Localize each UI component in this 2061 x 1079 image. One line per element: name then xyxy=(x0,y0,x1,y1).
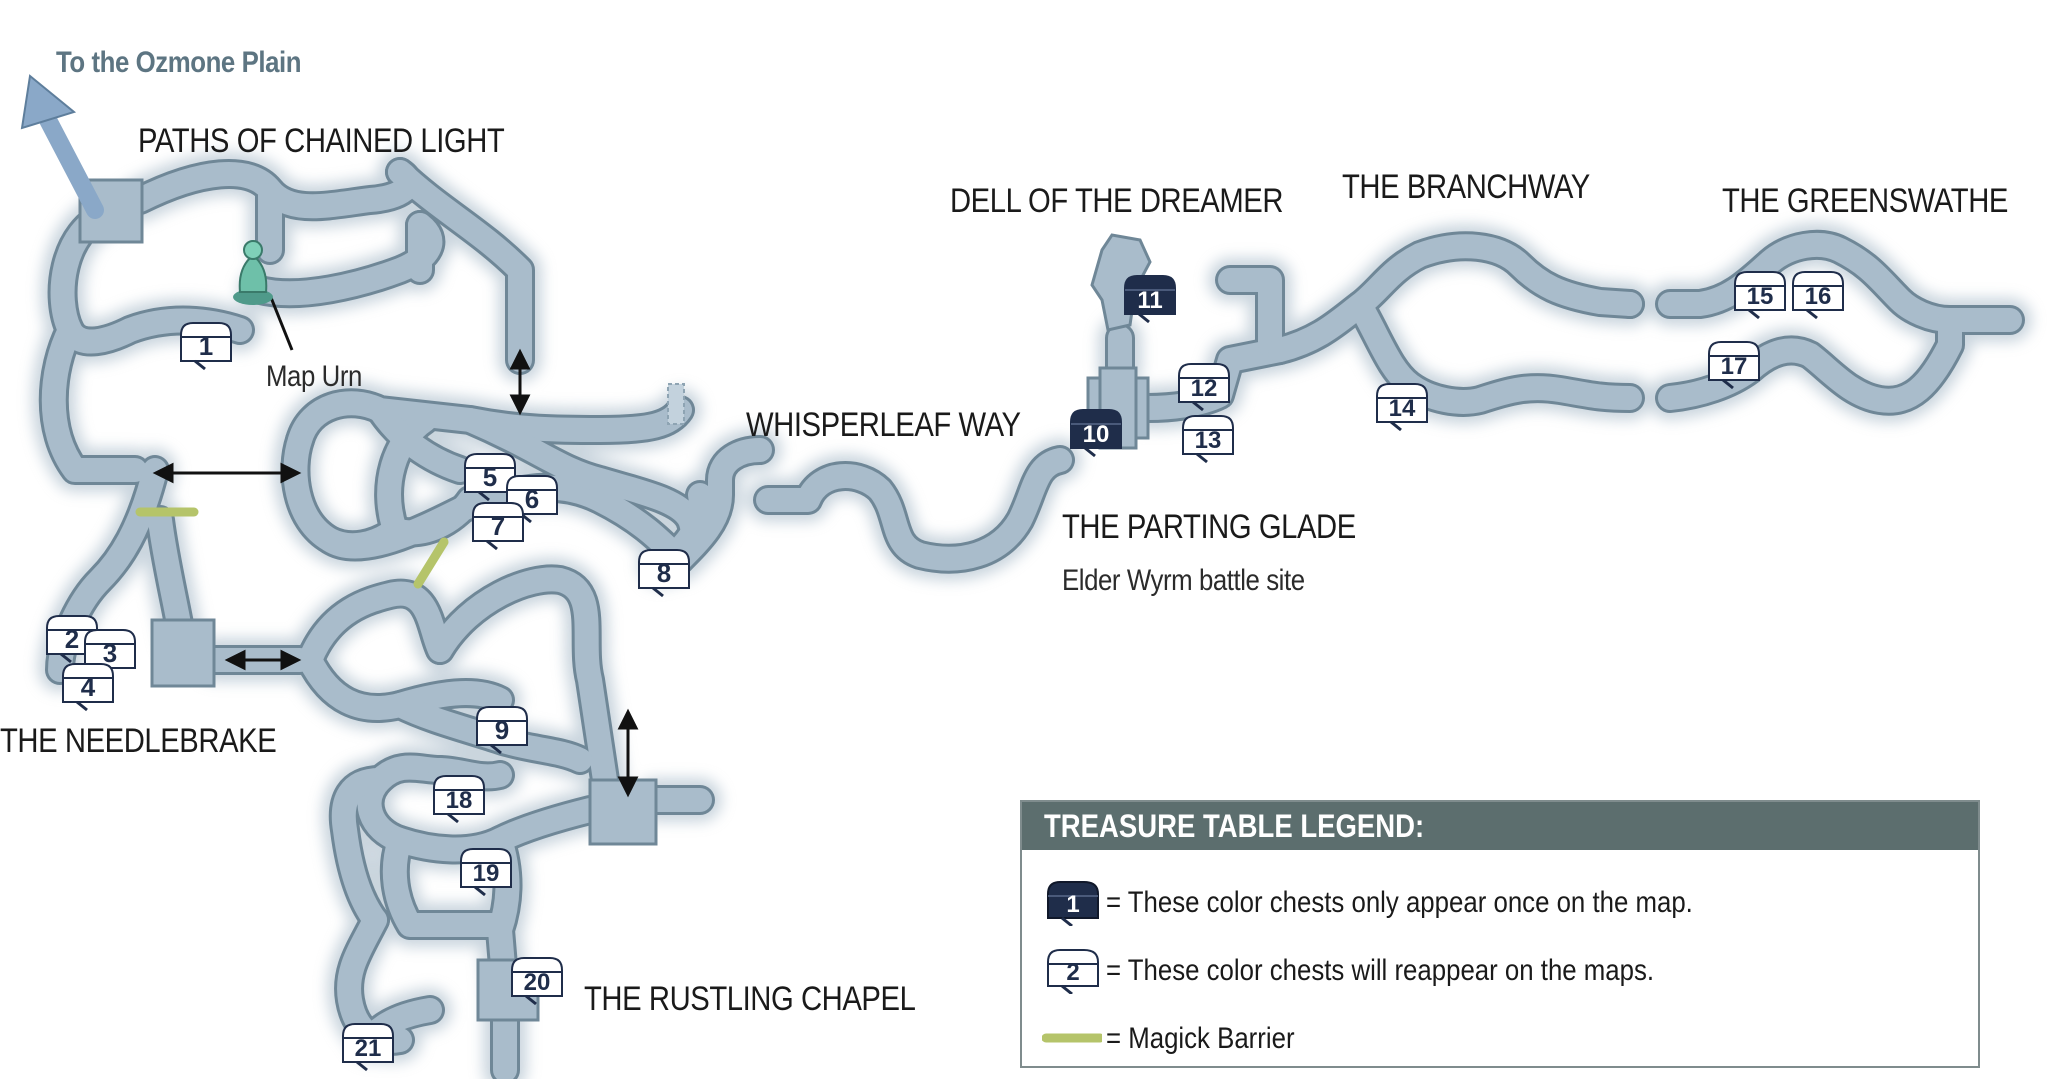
area-label-greenswathe: THE GREENSWATHE xyxy=(1722,182,2008,220)
chest-number: 9 xyxy=(495,715,509,745)
treasure-chest-icon[interactable]: 1 xyxy=(180,322,232,371)
treasure-chest-icon[interactable]: 17 xyxy=(1708,341,1760,390)
treasure-chest-icon[interactable]: 8 xyxy=(638,549,690,598)
area-label-needlebrake: THE NEEDLEBRAKE xyxy=(0,722,277,760)
room-needlebrake xyxy=(150,618,216,688)
map-path xyxy=(331,768,392,932)
treasure-chest-icon[interactable]: 19 xyxy=(460,848,512,897)
treasure-chest-icon[interactable]: 4 xyxy=(62,663,114,712)
legend-text-barrier: = Magick Barrier xyxy=(1106,1022,1295,1055)
chest-number: 3 xyxy=(103,638,117,668)
rooms xyxy=(78,178,1152,1022)
exit-label[interactable]: To the Ozmone Plain xyxy=(56,46,302,79)
elder-wyrm-label: Elder Wyrm battle site xyxy=(1062,564,1305,597)
area-label-dell-of-the-dreamer: DELL OF THE DREAMER xyxy=(950,182,1284,220)
map-path xyxy=(298,581,452,672)
chest-number: 15 xyxy=(1747,283,1774,310)
area-label-paths-of-chained-light: PATHS OF CHAINED LIGHT xyxy=(138,122,505,160)
chest-number: 11 xyxy=(1137,287,1162,314)
chest-number: 2 xyxy=(65,624,79,654)
treasure-chest-icon[interactable]: 20 xyxy=(511,957,563,1006)
chest-number: 19 xyxy=(473,860,500,887)
area-label-parting-glade: THE PARTING GLADE xyxy=(1062,508,1356,546)
area-label-rustling-chapel: THE RUSTLING CHAPEL xyxy=(584,980,916,1018)
chest-number: 5 xyxy=(483,462,497,492)
map-urn-label: Map Urn xyxy=(266,360,362,393)
chest-number: 21 xyxy=(355,1035,382,1062)
legend-title: TREASURE TABLE LEGEND: xyxy=(1022,802,1978,850)
chest-number: 4 xyxy=(81,672,96,702)
map-urn-icon[interactable] xyxy=(233,240,294,351)
magick-barriers xyxy=(135,507,449,589)
treasure-chest-icon[interactable]: 21 xyxy=(342,1023,394,1072)
magick-barrier-icon xyxy=(1041,1033,1105,1043)
chest-number: 16 xyxy=(1805,283,1832,310)
treasure-chest-icon[interactable]: 16 xyxy=(1792,271,1844,320)
map-path xyxy=(1348,293,1642,414)
map-path xyxy=(668,438,772,572)
chest-number: 12 xyxy=(1191,375,1218,402)
legend-row-reappear: 2 = These color chests will reappear on … xyxy=(1042,946,1654,996)
room-rustling-junction xyxy=(588,778,658,846)
chest-once-icon: 1 xyxy=(1047,881,1099,928)
map-path xyxy=(128,160,420,219)
treasure-chest-icon[interactable]: 10 xyxy=(1070,409,1122,458)
treasure-chest-icon[interactable]: 18 xyxy=(433,775,485,824)
treasure-chest-icon[interactable]: 5 xyxy=(464,453,516,502)
chest-number: 8 xyxy=(657,558,671,588)
area-label-whisperleaf-way: WHISPERLEAF WAY xyxy=(746,406,1021,444)
chest-number: 18 xyxy=(446,787,473,814)
chest-reappear-icon: 2 xyxy=(1047,949,1099,996)
chest-number: 13 xyxy=(1195,427,1222,454)
chest-number: 17 xyxy=(1721,353,1748,380)
map-path xyxy=(756,448,1072,571)
map-path xyxy=(1218,268,1282,357)
legend-row-barrier: = Magick Barrier xyxy=(1041,1014,1295,1062)
chest-number: 20 xyxy=(524,969,551,996)
chest-number: 14 xyxy=(1389,395,1416,422)
chest-number: 1 xyxy=(199,331,213,361)
chest-number: 7 xyxy=(491,511,505,541)
map-path xyxy=(50,200,252,354)
map-path xyxy=(1268,234,1642,362)
treasure-chest-icon[interactable]: 14 xyxy=(1376,383,1428,432)
map-path xyxy=(428,758,512,789)
exit-arrow-icon[interactable] xyxy=(20,74,104,219)
treasure-chest-icon[interactable]: 7 xyxy=(472,502,524,551)
map-path xyxy=(288,391,692,452)
chest-number: 6 xyxy=(525,484,539,514)
map-path xyxy=(388,160,532,372)
treasure-chest-icon[interactable]: 12 xyxy=(1178,363,1230,412)
map-path xyxy=(428,567,617,792)
map-path xyxy=(368,398,472,482)
treasure-chest-icon[interactable]: 9 xyxy=(476,706,528,755)
svg-text:1: 1 xyxy=(1066,891,1079,918)
treasure-chest-icon[interactable]: 13 xyxy=(1182,415,1234,464)
svg-text:2: 2 xyxy=(1066,959,1079,986)
map-path xyxy=(41,318,147,482)
map-path xyxy=(1658,308,1962,413)
area-label-branchway: THE BRANCHWAY xyxy=(1342,168,1590,206)
treasure-legend: TREASURE TABLE LEGEND: 1 = These color c… xyxy=(1020,800,1980,1068)
map-path xyxy=(382,828,512,937)
legend-text-once: = These color chests only appear once on… xyxy=(1106,886,1693,919)
map-path xyxy=(377,408,437,542)
treasure-chest-icon[interactable]: 11 xyxy=(1124,275,1176,324)
chest-number: 10 xyxy=(1083,421,1110,448)
legend-row-once: 1 = These color chests only appear once … xyxy=(1042,878,1693,928)
connection-arrows xyxy=(152,348,639,798)
legend-text-reappear: = These color chests will reappear on th… xyxy=(1106,954,1655,987)
treasure-chest-icon[interactable]: 15 xyxy=(1734,271,1786,320)
magick-barrier xyxy=(413,537,449,589)
stairs-ne xyxy=(667,383,685,425)
